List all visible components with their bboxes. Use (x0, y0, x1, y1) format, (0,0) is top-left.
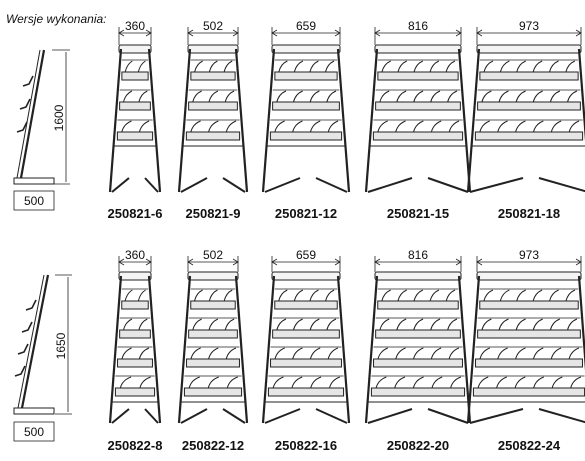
model-code: 250822-12 (182, 438, 244, 453)
model-code: 250822-8 (108, 438, 163, 453)
height-label-2: 1650 (54, 332, 68, 359)
depth-label-2: 500 (24, 425, 44, 439)
width-label: 973 (519, 248, 539, 262)
section-title: Wersje wykonania: (6, 12, 107, 26)
width-label: 659 (296, 248, 316, 262)
width-label: 816 (408, 19, 428, 33)
model-code: 250822-20 (387, 438, 449, 453)
width-label: 973 (519, 19, 539, 33)
width-label: 502 (203, 19, 223, 33)
rack-250822-20: 816 250822-20 (364, 248, 472, 453)
rack-250821-6: 360 250821-6 (108, 19, 163, 221)
rack-250822-8: 360 250822-8 (108, 248, 163, 453)
depth-label-1: 500 (24, 194, 44, 208)
model-code: 250821-18 (498, 206, 560, 221)
width-label: 360 (125, 19, 145, 33)
version-row-2: 1650 500 360 250822-8 502 250822-12 659 25082… (13, 248, 585, 453)
model-code: 250821-15 (387, 206, 449, 221)
model-code: 250821-12 (275, 206, 337, 221)
rack-250821-15: 816 250821-15 (364, 19, 472, 221)
rack-250822-12: 502 250822-12 (177, 248, 249, 453)
model-code: 250821-9 (186, 206, 241, 221)
side-view-2: 1650 500 (13, 274, 72, 442)
model-code: 250822-16 (275, 438, 337, 453)
width-label: 816 (408, 248, 428, 262)
model-code: 250821-6 (108, 206, 163, 221)
model-code: 250822-24 (498, 438, 561, 453)
rack-250822-16: 659 250822-16 (261, 248, 351, 453)
rack-250821-18: 973 250821-18 (466, 19, 585, 221)
width-label: 360 (125, 248, 145, 262)
rack-250822-24: 973 250822-24 (466, 248, 585, 453)
rack-250821-9: 502 250821-9 (177, 19, 249, 221)
version-row-1: 1600 500 360 250821-6 502 250821-9 659 250821… (13, 19, 585, 221)
rack-250821-12: 659 250821-12 (261, 19, 351, 221)
side-view-1: 1600 500 (13, 49, 70, 211)
width-label: 502 (203, 248, 223, 262)
height-label-1: 1600 (52, 104, 66, 131)
width-label: 659 (296, 19, 316, 33)
